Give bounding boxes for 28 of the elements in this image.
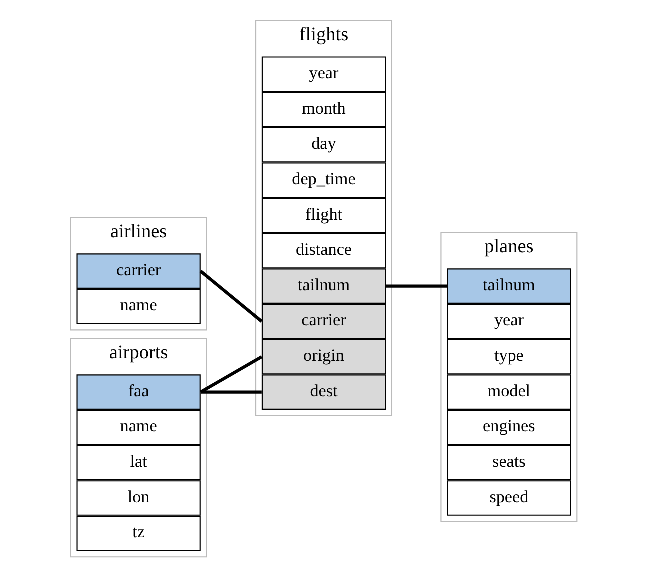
connector — [386, 284, 448, 288]
node-box: month — [262, 92, 386, 128]
node-box: year — [262, 56, 386, 92]
node-box: name — [76, 289, 201, 324]
node-box: speed — [447, 480, 572, 516]
node-box: origin — [262, 339, 386, 375]
connector — [200, 390, 262, 394]
node-box: tz — [76, 516, 201, 552]
node-box: seats — [447, 445, 572, 481]
node-box: dep_time — [262, 162, 386, 198]
node-box: year — [447, 304, 572, 340]
node-box: lon — [76, 480, 201, 516]
connector — [200, 356, 263, 394]
node-box: carrier — [76, 254, 201, 289]
node-box: type — [447, 339, 572, 375]
node-box: day — [262, 127, 386, 163]
connector — [200, 270, 263, 323]
node-box: flight — [262, 198, 386, 234]
node-box: name — [76, 410, 201, 446]
node-box: model — [447, 374, 572, 410]
node-box: dest — [262, 374, 386, 410]
node-box: engines — [447, 410, 572, 446]
node-box: carrier — [262, 304, 386, 340]
node-box: distance — [262, 233, 386, 269]
node-box: tailnum — [262, 268, 386, 304]
node-box: lat — [76, 445, 201, 481]
node-box: faa — [76, 374, 201, 410]
node-box: tailnum — [447, 268, 572, 304]
